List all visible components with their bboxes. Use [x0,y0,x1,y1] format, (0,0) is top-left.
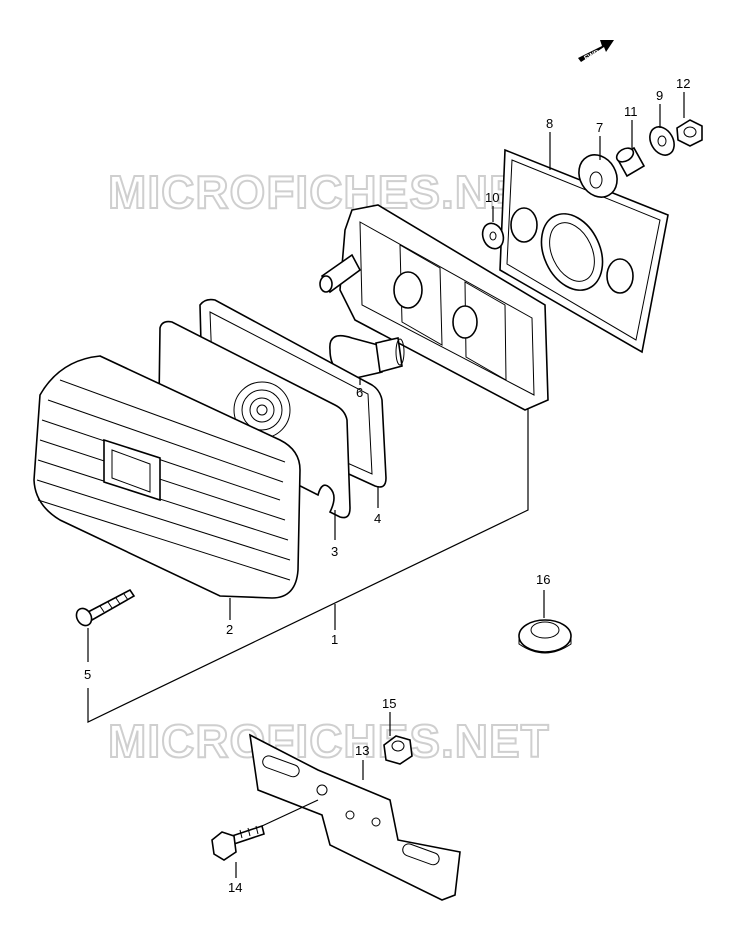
part-11-spacer [615,146,646,178]
watermark-bottom: MICROFICHES.NET [108,715,550,767]
part-9-washer [649,126,675,156]
fwd-label: FWD [583,49,600,62]
lamp-housing [319,204,549,411]
part-2-outer-lens [33,355,301,599]
callout-9: 9 [656,88,663,103]
callout-12: 12 [676,76,690,91]
callout-16: 16 [536,572,550,587]
callout-15: 15 [382,696,396,711]
part-6-bulb [329,334,405,379]
callout-6: 6 [356,385,363,400]
callout-13: 13 [355,743,369,758]
callout-10: 10 [485,190,499,205]
callout-1: 1 [331,632,338,647]
part-5-screw [75,588,136,627]
callout-labels: 1 2 3 4 5 6 7 8 9 10 11 12 13 14 15 16 [84,76,690,895]
part-13-bracket [248,733,461,901]
callout-5: 5 [84,667,91,682]
part-12-nut [676,119,703,147]
part-10-washer [481,222,505,250]
callout-2: 2 [226,622,233,637]
callout-11: 11 [624,104,638,119]
part-7-washer [578,154,618,198]
part-14-bolt [211,824,265,861]
callout-3: 3 [331,544,338,559]
fwd-arrow-icon: FWD [578,40,614,62]
callout-7: 7 [596,120,603,135]
callout-14: 14 [228,880,242,895]
watermark-top: MICROFICHES.NET [108,166,550,218]
part-15-nut [383,735,413,765]
part-8-gasket [499,148,669,354]
callout-4: 4 [374,511,381,526]
callout-8: 8 [546,116,553,131]
part-16-grommet [518,619,572,654]
leader-lines [87,92,685,878]
